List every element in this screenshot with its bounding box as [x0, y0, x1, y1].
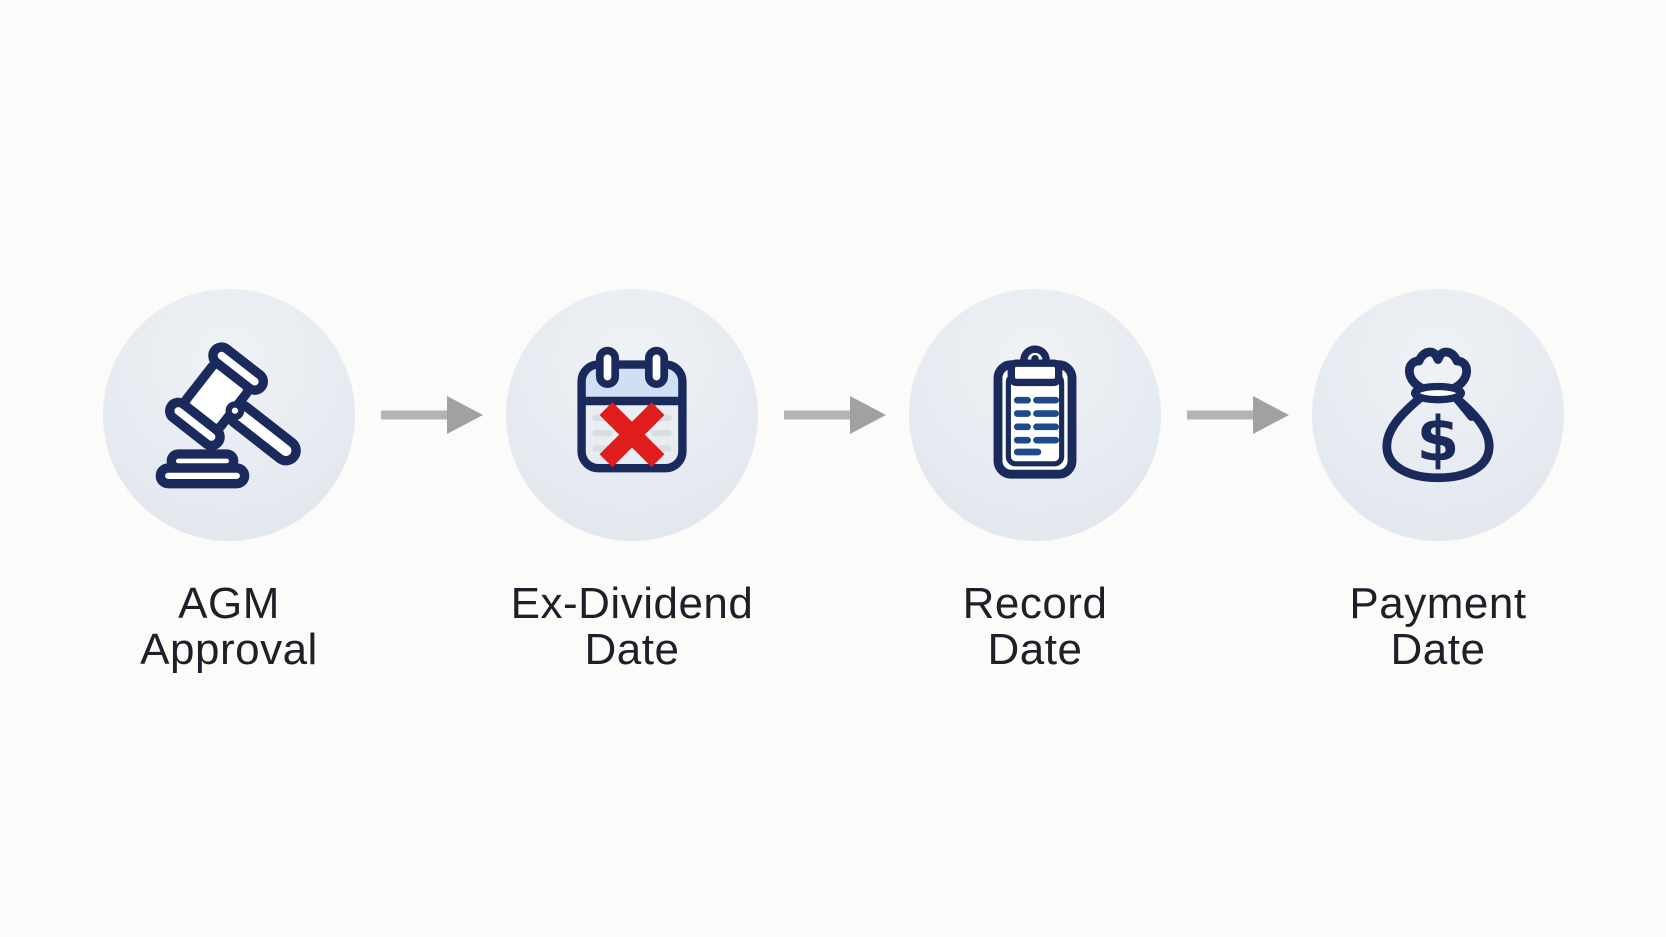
step-circle: [103, 289, 355, 541]
step-ex-dividend-date: Ex-Dividend Date: [487, 289, 777, 673]
clipboard-icon: [993, 345, 1077, 479]
step-label-line1: AGM: [178, 579, 280, 628]
dividend-timeline-diagram: AGM Approval: [84, 289, 1583, 673]
step-label: AGM Approval: [140, 581, 318, 673]
step-label-line2: Approval: [140, 625, 318, 674]
step-label-line2: Date: [987, 625, 1083, 674]
money-bag-icon: $: [1382, 347, 1494, 483]
flow-arrow: [1180, 394, 1293, 436]
step-label-line2: Date: [584, 625, 680, 674]
step-label-line1: Payment: [1349, 579, 1527, 628]
calendar-x-icon: [577, 346, 687, 473]
step-circle: $: [1312, 289, 1564, 541]
step-record-date: Record Date: [890, 289, 1180, 673]
step-label-line2: Date: [1390, 625, 1486, 674]
step-label: Payment Date: [1349, 581, 1526, 673]
gavel-icon: [155, 342, 301, 489]
flow-arrow: [777, 394, 890, 436]
step-label: Ex-Dividend Date: [511, 581, 754, 673]
step-label: Record Date: [963, 581, 1108, 673]
step-label-line1: Record: [962, 579, 1108, 628]
step-circle: [506, 289, 758, 541]
flow-arrow: [374, 394, 487, 436]
step-agm-approval: AGM Approval: [84, 289, 374, 673]
step-label-line1: Ex-Dividend: [510, 579, 754, 628]
right-arrow-icon: [1186, 396, 1289, 434]
step-payment-date: $ Payment Date: [1293, 289, 1583, 673]
step-circle: [909, 289, 1161, 541]
right-arrow-icon: [380, 396, 483, 434]
right-arrow-icon: [783, 396, 886, 434]
svg-text:$: $: [1417, 404, 1460, 475]
